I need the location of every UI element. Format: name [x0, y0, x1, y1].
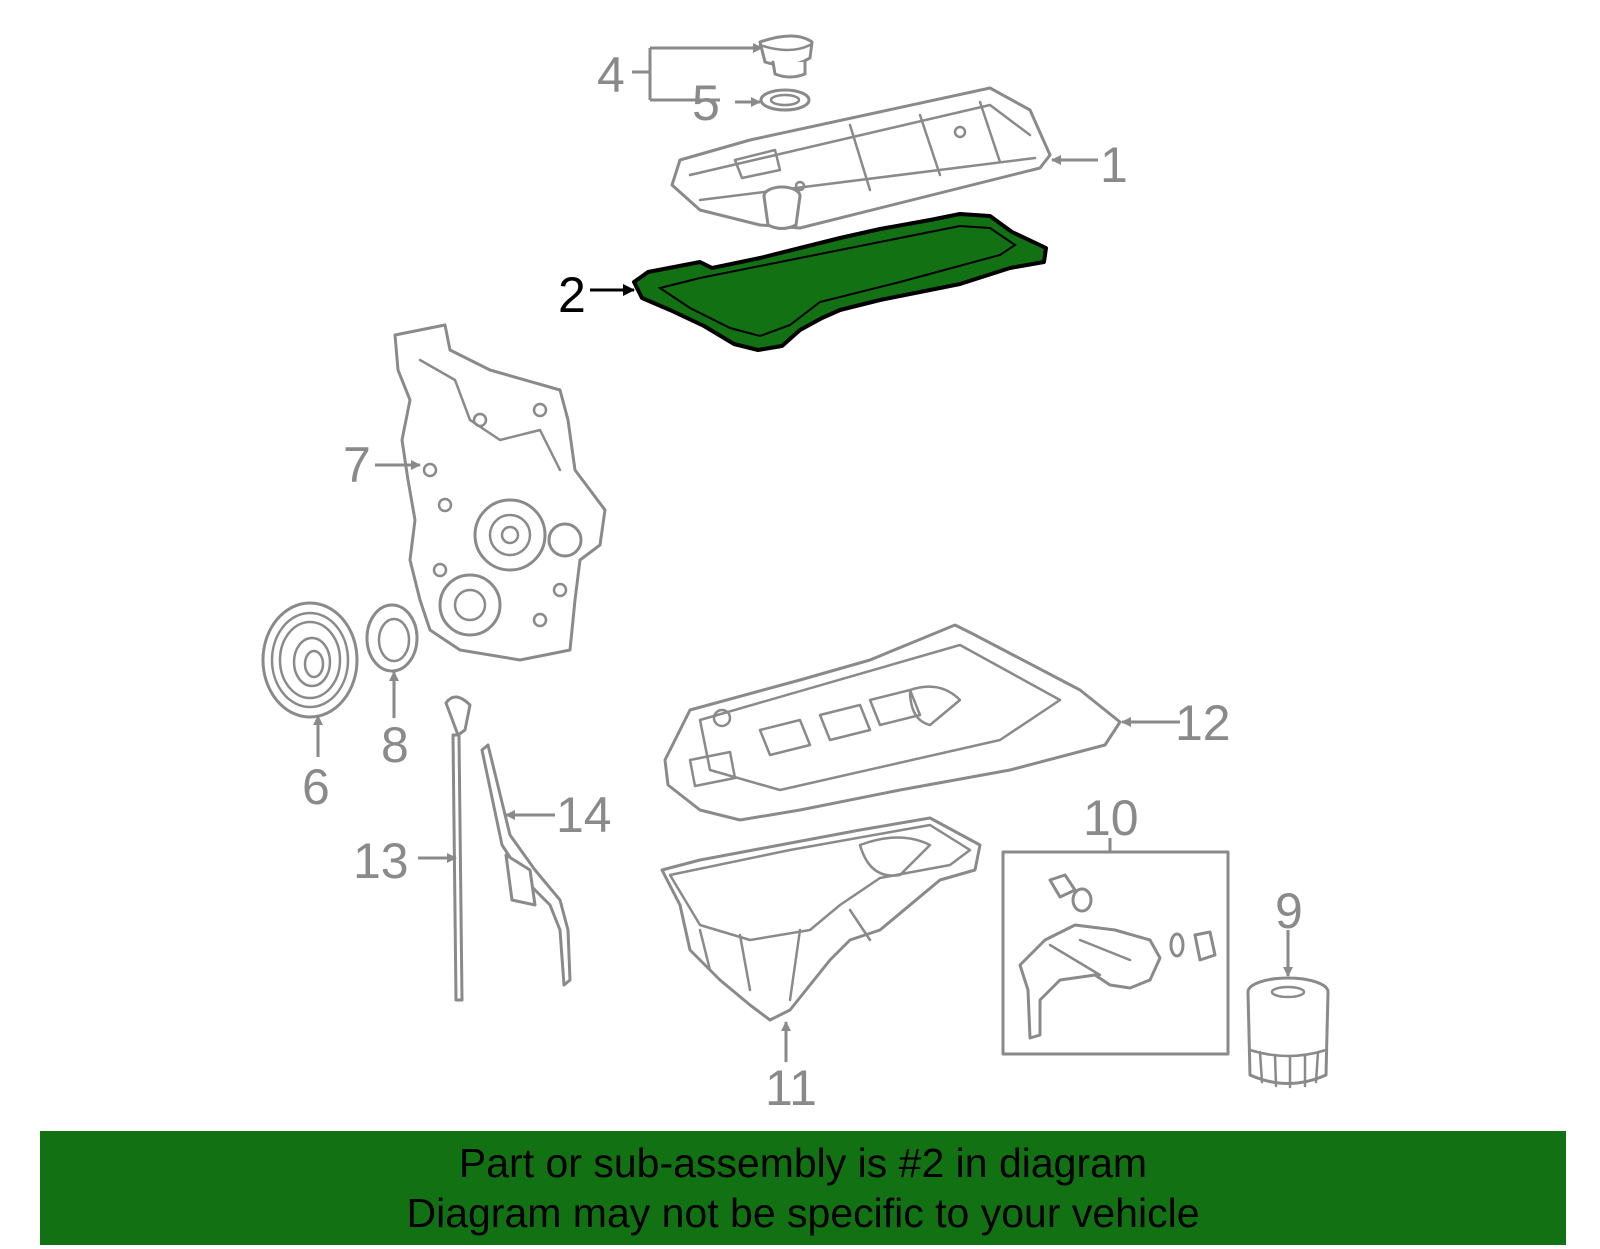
callout-14: 14 — [556, 787, 612, 843]
leader-lines — [313, 43, 1293, 1062]
banner-line-2: Diagram may not be specific to your vehi… — [406, 1190, 1200, 1236]
callout-4: 4 — [597, 47, 625, 103]
callout-9: 9 — [1275, 883, 1303, 939]
callout-10: 10 — [1083, 790, 1139, 846]
banner-line-1: Part or sub-assembly is #2 in diagram — [458, 1140, 1148, 1186]
dipstick-part — [444, 695, 472, 1002]
lower-oil-pan-part — [660, 816, 982, 1022]
oil-filter-bracket-part — [1001, 850, 1230, 1056]
crankshaft-seal-part — [365, 603, 419, 673]
callout-11: 11 — [765, 1060, 817, 1116]
oil-filler-cap-part — [758, 34, 814, 79]
callout-7: 7 — [343, 437, 371, 493]
callout-1: 1 — [1100, 137, 1128, 193]
callout-8: 8 — [381, 717, 409, 773]
parts-diagram: 4 5 1 2 7 6 8 12 10 14 13 9 11 — [261, 34, 1330, 1116]
dipstick-guide-part — [480, 743, 572, 987]
callout-6: 6 — [302, 759, 330, 815]
crankshaft-pulley-part — [261, 601, 359, 719]
valve-cover-part — [670, 86, 1052, 230]
callout-12: 12 — [1175, 695, 1231, 751]
callout-2: 2 — [558, 267, 586, 323]
filler-cap-gasket-part — [759, 88, 811, 112]
callout-5: 5 — [692, 75, 720, 131]
info-banner: Part or sub-assembly is #2 in diagram Di… — [40, 1131, 1566, 1245]
upper-oil-pan-part — [663, 623, 1122, 822]
callout-13: 13 — [353, 833, 409, 889]
valve-cover-gasket-part — [632, 212, 1048, 352]
oil-filter-part — [1246, 976, 1330, 1089]
timing-cover-part — [393, 323, 607, 662]
